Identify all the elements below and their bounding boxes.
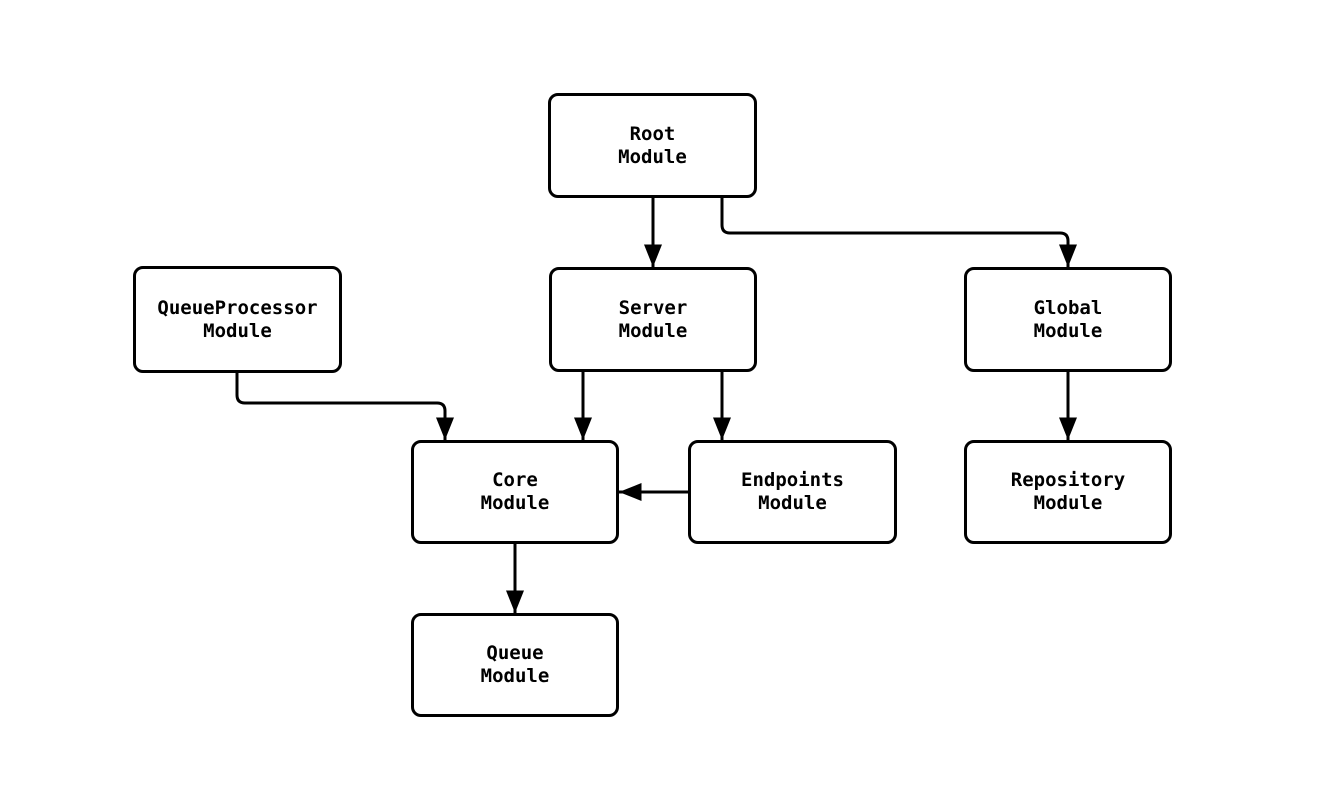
node-root-module: Root Module xyxy=(548,93,757,198)
node-label: Queue Module xyxy=(480,642,550,687)
node-endpoints-module: Endpoints Module xyxy=(688,440,897,544)
node-global-module: Global Module xyxy=(964,267,1172,372)
edge-queueprocessor-to-core xyxy=(235,373,454,440)
node-repository-module: Repository Module xyxy=(964,440,1172,544)
node-queueprocessor-module: QueueProcessor Module xyxy=(133,266,342,373)
node-core-module: Core Module xyxy=(411,440,619,544)
node-label: Root Module xyxy=(618,122,687,168)
node-label: Core Module xyxy=(480,469,550,514)
node-label: QueueProcessor Module xyxy=(157,296,318,342)
node-label: Endpoints Module xyxy=(741,469,844,514)
node-label: Server Module xyxy=(618,296,688,342)
node-label: Global Module xyxy=(1033,296,1103,342)
node-server-module: Server Module xyxy=(549,267,757,372)
edge-root-to-global xyxy=(720,198,1077,267)
node-label: Repository Module xyxy=(1010,469,1126,514)
node-queue-module: Queue Module xyxy=(411,613,619,717)
